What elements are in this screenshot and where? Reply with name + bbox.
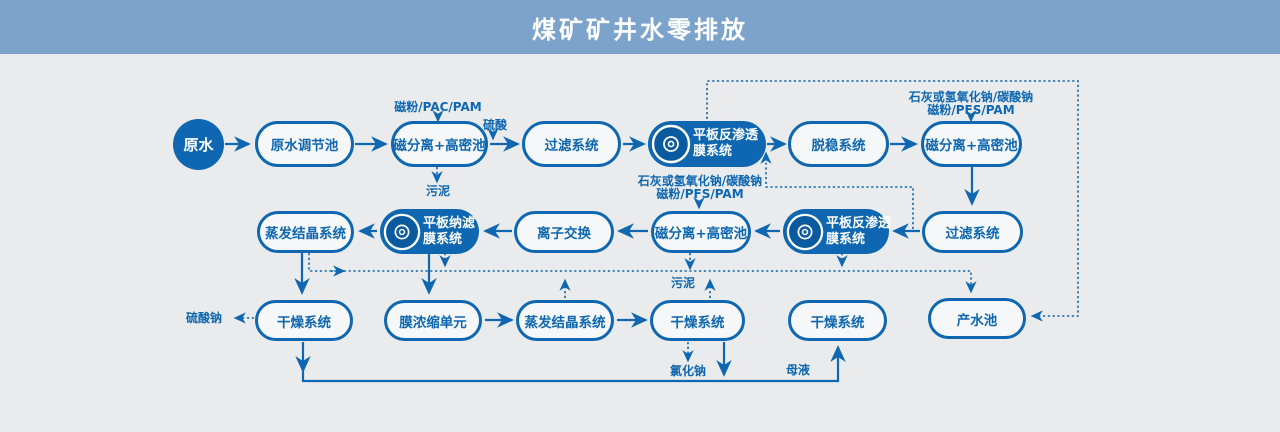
node-membrane-concentration-unit: 膜浓缩单元 (384, 300, 482, 341)
node-magnetic-separation-2: 磁分离+高密池 (921, 121, 1022, 167)
label-sludge-2: 污泥 (670, 276, 695, 290)
node-drying-system-2: 干燥系统 (650, 300, 745, 341)
page-title: 煤矿矿井水零排放 (532, 15, 748, 44)
node-product-water-pool: 产水池 (928, 298, 1026, 339)
label-mother-liquor: 母液 (785, 363, 810, 377)
node-label: 平板纳滤 (423, 215, 476, 231)
label-line: 石灰或氢氧化钠/碳酸钠 (908, 90, 1034, 104)
node-ion-exchange: 离子交换 (514, 211, 614, 253)
node-label: 膜系统 (693, 144, 733, 159)
node-filter-system-2: 过滤系统 (922, 211, 1023, 253)
node-label: 产水池 (956, 312, 998, 329)
node-label: 平板反渗透 (826, 215, 892, 231)
label-line: 石灰或氢氧化钠/碳酸钠 (637, 174, 763, 188)
node-label: 平板反渗透 (693, 128, 759, 144)
label-magnetic-powder-pac-pam: 磁粉/PAC/PAM (394, 100, 482, 114)
node-evaporation-crystallization-2: 蒸发结晶系统 (516, 300, 614, 341)
node-nf-membrane: 平板纳滤 膜系统 (380, 209, 479, 254)
node-label: 磁分离+高密池 (393, 138, 486, 154)
node-evaporation-crystallization-1: 蒸发结晶系统 (257, 211, 354, 253)
target-icon (786, 213, 824, 250)
label-sulfuric-acid: 硫酸 (482, 118, 507, 132)
node-label: 脱稳系统 (811, 138, 866, 154)
node-magnetic-separation-3: 磁分离+高密池 (651, 211, 751, 253)
node-label: 膜系统 (423, 231, 463, 247)
node-filter-system-1: 过滤系统 (522, 121, 621, 167)
title-bar: 煤矿矿井水零排放 (0, 0, 1280, 54)
node-label: 膜浓缩单元 (399, 314, 467, 331)
node-raw-water-regulating-pool: 原水调节池 (255, 121, 354, 167)
node-label: 磁分离+高密池 (925, 138, 1018, 154)
label-lime-dosing-right: 石灰或氢氧化钠/碳酸钠 磁粉/PFS/PAM (891, 90, 1051, 118)
node-magnetic-separation-1: 磁分离+高密池 (391, 121, 488, 167)
node-drying-system-3: 干燥系统 (788, 300, 887, 341)
node-label: 干燥系统 (277, 314, 331, 331)
target-icon (651, 124, 691, 164)
node-label: 干燥系统 (670, 314, 725, 331)
node-label: 原水调节池 (270, 138, 339, 154)
node-ro-membrane-2: 平板反渗透 膜系统 (783, 209, 892, 254)
node-ro-membrane-1: 平板反渗透 膜系统 (648, 121, 766, 167)
label-line: 磁粉/PFS/PAM (927, 103, 1015, 118)
target-icon (383, 213, 421, 250)
label-sludge-1: 污泥 (425, 184, 450, 198)
node-destabilization-system: 脱稳系统 (788, 121, 889, 167)
node-drying-system-1: 干燥系统 (255, 300, 353, 341)
node-label: 离子交换 (537, 226, 591, 242)
node-label: 蒸发结晶系统 (265, 226, 346, 242)
label-sodium-chloride: 氯化钠 (669, 364, 706, 378)
label-line: 磁粉/PFS/PAM (656, 187, 744, 202)
node-label: 磁分离+高密池 (654, 226, 748, 242)
node-label: 干燥系统 (810, 314, 865, 331)
node-label: 蒸发结晶系统 (524, 314, 606, 331)
node-raw-water: 原水 (173, 119, 224, 170)
node-label: 膜系统 (826, 231, 866, 247)
label-sodium-sulfate: 硫酸钠 (185, 311, 222, 325)
label-lime-dosing-mid: 石灰或氢氧化钠/碳酸钠 磁粉/PFS/PAM (620, 174, 780, 202)
node-label: 过滤系统 (945, 226, 1000, 242)
node-label: 原水 (183, 136, 214, 154)
node-label: 过滤系统 (544, 138, 599, 154)
